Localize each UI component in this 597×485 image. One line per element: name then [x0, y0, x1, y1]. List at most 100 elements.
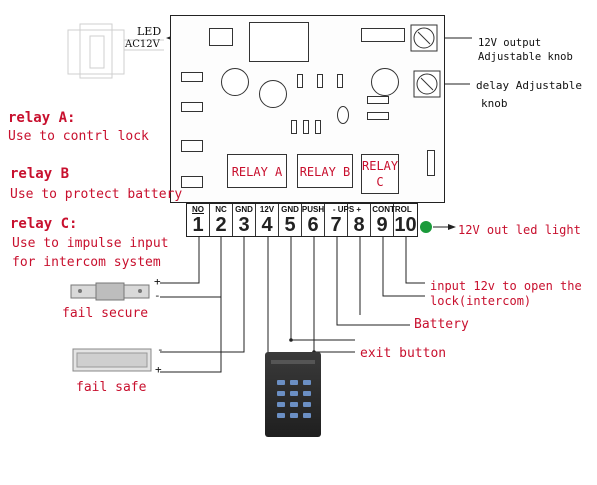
- relay-c-title: relay C:: [10, 216, 78, 232]
- relay-b-box: RELAY B: [297, 154, 353, 188]
- access-keypad: [265, 352, 321, 437]
- terminal-10: 10: [394, 204, 417, 236]
- keypad-key: [303, 391, 311, 396]
- fail-secure-minus: -: [154, 289, 161, 302]
- fail-safe-minus: -: [157, 343, 164, 356]
- keypad-key: [290, 413, 298, 418]
- component: [297, 74, 303, 88]
- relay-c-desc-line1: Use to impulse input: [12, 236, 169, 251]
- control-board: RELAY A RELAY B RELAY C: [170, 15, 445, 203]
- terminal-number: 9: [376, 214, 388, 236]
- electric-strike-lock: [70, 282, 150, 301]
- relay-c-label-line2: C: [376, 175, 384, 189]
- fail-secure-label: fail secure: [62, 306, 149, 321]
- component: [291, 120, 297, 134]
- relay-c-box: RELAY C: [361, 154, 399, 194]
- terminal-number: 8: [353, 214, 365, 236]
- exit-button-label: exit button: [360, 346, 447, 361]
- terminal-label: PUSH: [301, 205, 325, 214]
- terminal-number: 1: [192, 214, 204, 236]
- output-led: [420, 221, 432, 233]
- transformer-sketch: [67, 23, 164, 79]
- terminal-number: 3: [238, 214, 250, 236]
- delay-knob[interactable]: [413, 70, 441, 98]
- relay-a-box: RELAY A: [227, 154, 287, 188]
- keypad-key: [303, 402, 311, 407]
- terminal-label: NO: [192, 205, 204, 214]
- component: [303, 120, 309, 134]
- terminal-number: 5: [284, 214, 296, 236]
- terminal-label: GND: [235, 205, 253, 214]
- ac-connector: [209, 28, 233, 46]
- component: [427, 150, 435, 176]
- relay-b-desc: Use to protect battery: [10, 187, 183, 202]
- component: [181, 140, 203, 152]
- keypad-key: [290, 402, 298, 407]
- component: [315, 120, 321, 134]
- keypad-key: [290, 391, 298, 396]
- terminal-label: - UPS +: [332, 205, 362, 214]
- keypad-key: [277, 402, 285, 407]
- fail-safe-plus: +: [155, 363, 162, 376]
- keypad-key: [290, 380, 298, 385]
- display-window: [249, 22, 309, 62]
- terminal-number: 4: [261, 214, 273, 236]
- fail-safe-label: fail safe: [76, 380, 147, 395]
- terminal-number: 2: [215, 214, 227, 236]
- keypad-key: [303, 413, 311, 418]
- terminal-7: - UPS +7: [325, 204, 361, 236]
- ac12v-label: AC12V: [125, 39, 160, 50]
- delay-knob-label-line1: delay Adjustable: [476, 79, 582, 92]
- terminal-number: 10: [394, 214, 417, 236]
- fail-secure-plus: +: [154, 275, 161, 288]
- keypad-key: [277, 380, 285, 385]
- component: [367, 96, 389, 104]
- output-knob-label-line1: 12V output: [478, 37, 542, 49]
- relay-b-title: relay B: [10, 166, 70, 182]
- battery-label: Battery: [414, 317, 469, 332]
- terminal-label: NC: [215, 205, 227, 214]
- relay-a-desc: Use to contrl lock: [8, 129, 149, 144]
- terminal-block-top: [361, 28, 405, 42]
- keypad-key: [277, 391, 285, 396]
- capacitor: [221, 68, 249, 96]
- intercom-label-line2: lock(intercom): [430, 294, 532, 308]
- relay-a-title: relay A:: [8, 110, 76, 126]
- magnetic-lock: [72, 348, 152, 372]
- terminal-number: 6: [307, 214, 319, 236]
- terminal-label: CONTROL: [372, 205, 412, 214]
- keypad-key: [277, 413, 285, 418]
- relay-c-desc-line2: for intercom system: [12, 255, 161, 270]
- relay-a-label: RELAY A: [231, 165, 283, 179]
- terminal-label: 12V: [259, 205, 275, 214]
- led-light-label: 12V out led light: [458, 223, 581, 237]
- terminal-8: 8: [348, 204, 371, 236]
- component: [181, 72, 203, 82]
- delay-knob-label-line2: knob: [481, 97, 508, 110]
- output-knob-label-line2: Adjustable knob: [478, 51, 573, 63]
- relay-b-label: RELAY B: [299, 165, 351, 179]
- output-voltage-knob[interactable]: [410, 24, 438, 52]
- keypad-display-strip: [271, 360, 315, 364]
- terminal-label: GND: [281, 205, 299, 214]
- component: [317, 74, 323, 88]
- led-label: LED: [137, 25, 162, 38]
- component: [337, 74, 343, 88]
- intercom-label-line1: input 12v to open the: [430, 279, 582, 293]
- component: [181, 102, 203, 112]
- capacitor: [371, 68, 399, 96]
- component: [181, 176, 203, 188]
- keypad-key: [303, 380, 311, 385]
- capacitor: [337, 106, 349, 124]
- relay-c-label-line1: RELAY: [362, 159, 399, 173]
- component: [367, 112, 389, 120]
- terminal-number: 7: [330, 214, 342, 236]
